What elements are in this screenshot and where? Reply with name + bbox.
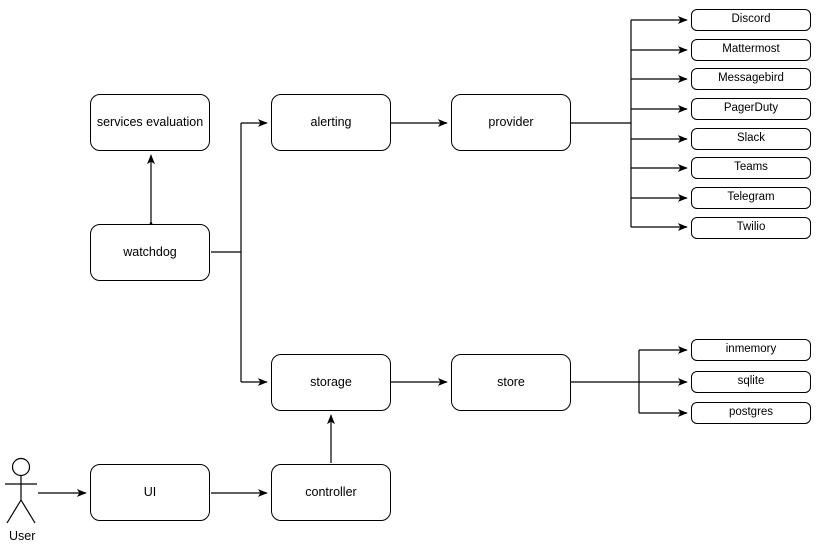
node-mattermost[interactable]: Mattermost <box>691 39 811 61</box>
node-discord[interactable]: Discord <box>691 9 811 31</box>
node-label: services evaluation <box>96 115 204 130</box>
node-slack[interactable]: Slack <box>691 128 811 150</box>
node-label: sqlite <box>737 375 765 388</box>
node-store[interactable]: store <box>451 354 571 411</box>
node-label: Teams <box>734 161 768 174</box>
user-actor-figure <box>5 457 37 524</box>
node-label: PagerDuty <box>723 102 779 115</box>
node-label: Twilio <box>736 221 766 234</box>
node-alerting[interactable]: alerting <box>271 94 391 151</box>
node-label: provider <box>488 115 534 130</box>
user-actor-label: User <box>9 529 36 543</box>
node-label: Mattermost <box>722 43 780 56</box>
node-label: Slack <box>736 132 766 145</box>
node-label: alerting <box>310 115 352 130</box>
node-inmemory[interactable]: inmemory <box>691 339 811 361</box>
node-messagebird[interactable]: Messagebird <box>691 68 811 90</box>
node-watchdog[interactable]: watchdog <box>90 224 210 281</box>
node-telegram[interactable]: Telegram <box>691 187 811 209</box>
node-controller[interactable]: controller <box>271 464 391 521</box>
node-label: UI <box>143 485 157 500</box>
node-label: Telegram <box>727 191 775 204</box>
node-label: store <box>497 375 525 390</box>
node-ui[interactable]: UI <box>90 464 210 521</box>
node-label: inmemory <box>725 343 777 356</box>
node-sqlite[interactable]: sqlite <box>691 371 811 393</box>
node-label: watchdog <box>123 245 177 260</box>
node-provider[interactable]: provider <box>451 94 571 151</box>
node-postgres[interactable]: postgres <box>691 402 811 424</box>
node-label: controller <box>305 485 357 500</box>
node-teams[interactable]: Teams <box>691 157 811 179</box>
node-label: storage <box>310 375 352 390</box>
node-pagerduty[interactable]: PagerDuty <box>691 98 811 120</box>
node-services-evaluation[interactable]: services evaluation <box>90 94 210 151</box>
node-label: postgres <box>728 406 774 419</box>
node-label: Messagebird <box>718 72 784 85</box>
node-twilio[interactable]: Twilio <box>691 217 811 239</box>
node-label: Discord <box>731 13 771 26</box>
node-storage[interactable]: storage <box>271 354 391 411</box>
